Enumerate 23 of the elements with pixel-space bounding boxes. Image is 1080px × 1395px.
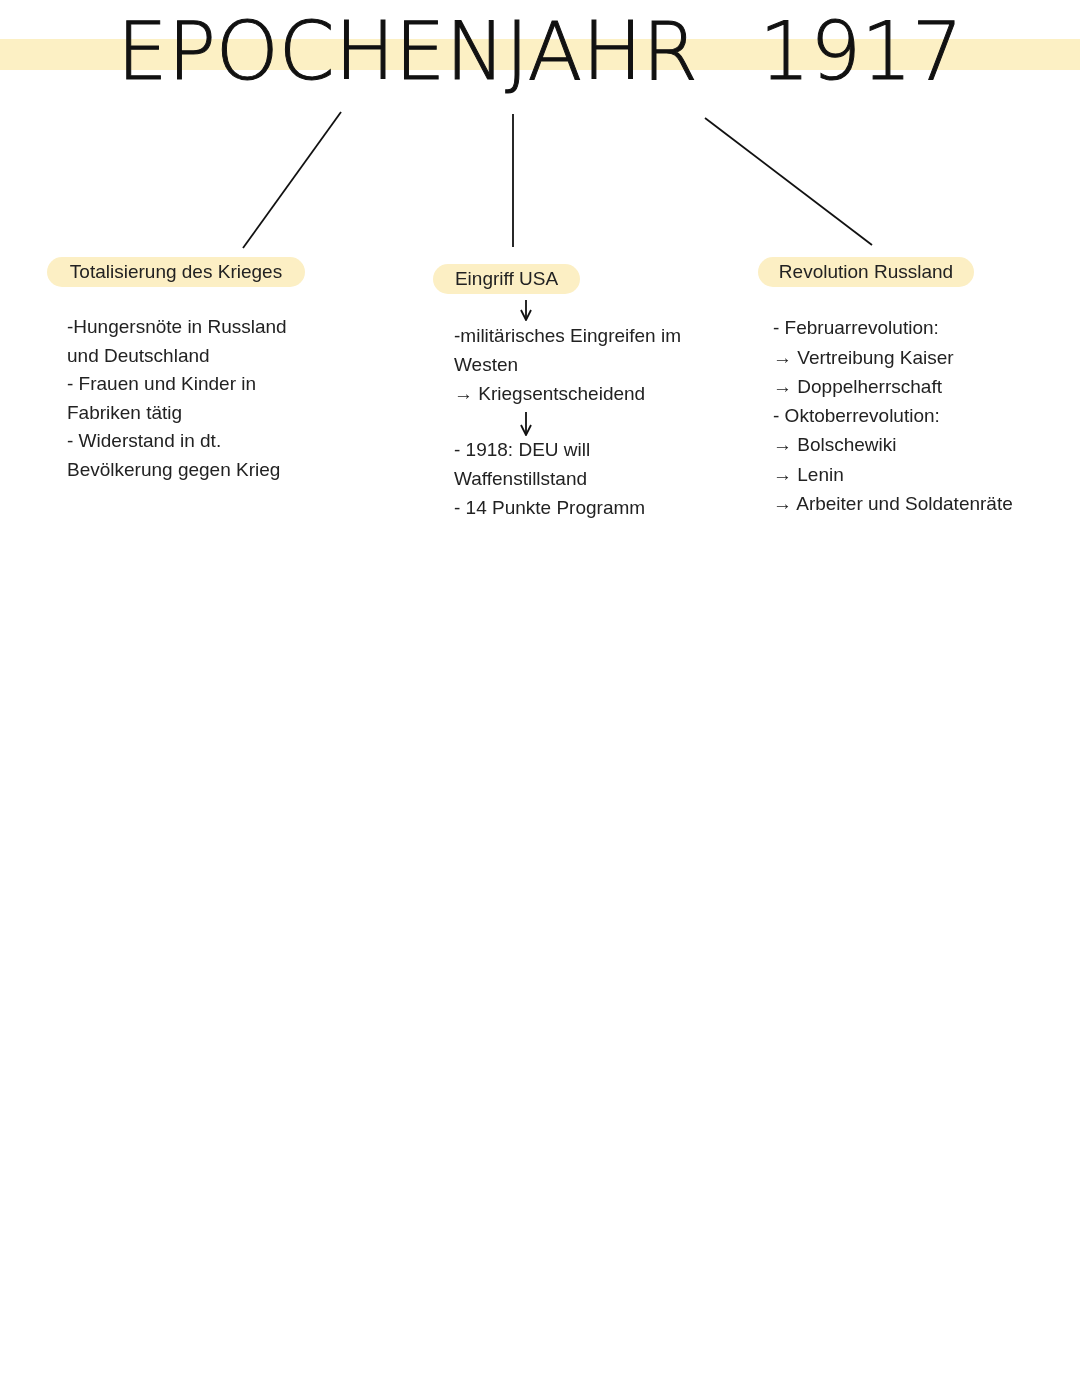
- note-text: → Kriegsentscheidend: [454, 381, 647, 406]
- connector-line: [704, 117, 873, 246]
- note-text: → Vertreibung Kaiser: [773, 345, 954, 370]
- note-text: - 1918: DEU will Waffenstillstand: [454, 438, 592, 491]
- note-text: - 14 Punkte Programm: [454, 495, 647, 520]
- note-text: - Oktoberrevolution:: [773, 404, 940, 428]
- note-text: - Widerstand in dt. Bevölkerung gegen Krieg: [67, 429, 282, 482]
- note-text: - Februarrevolution:: [773, 316, 939, 340]
- arrow: [520, 411, 532, 436]
- topic-pill: Eingriff USA: [433, 264, 580, 294]
- note-text: → Lenin: [773, 462, 844, 487]
- connector-line: [512, 113, 514, 248]
- note-text: -militärisches Eingreifen im Westen: [454, 324, 682, 377]
- note-text: - Frauen und Kinder in Fabriken tätig: [67, 372, 258, 425]
- title-text: EPOCHENJAHR 1917: [110, 2, 970, 102]
- note-text: → Arbeiter und Soldatenräte: [773, 492, 1013, 516]
- note-text: -Hungersnöte in Russland und Deutschland: [67, 315, 288, 368]
- arrow: [520, 299, 532, 321]
- note-text: → Doppelherrschaft: [773, 375, 942, 399]
- connector-line: [242, 111, 342, 249]
- topic-pill: Totalisierung des Krieges: [47, 257, 305, 287]
- note-text: → Bolschewiki: [773, 433, 897, 457]
- topic-pill: Revolution Russland: [758, 257, 974, 287]
